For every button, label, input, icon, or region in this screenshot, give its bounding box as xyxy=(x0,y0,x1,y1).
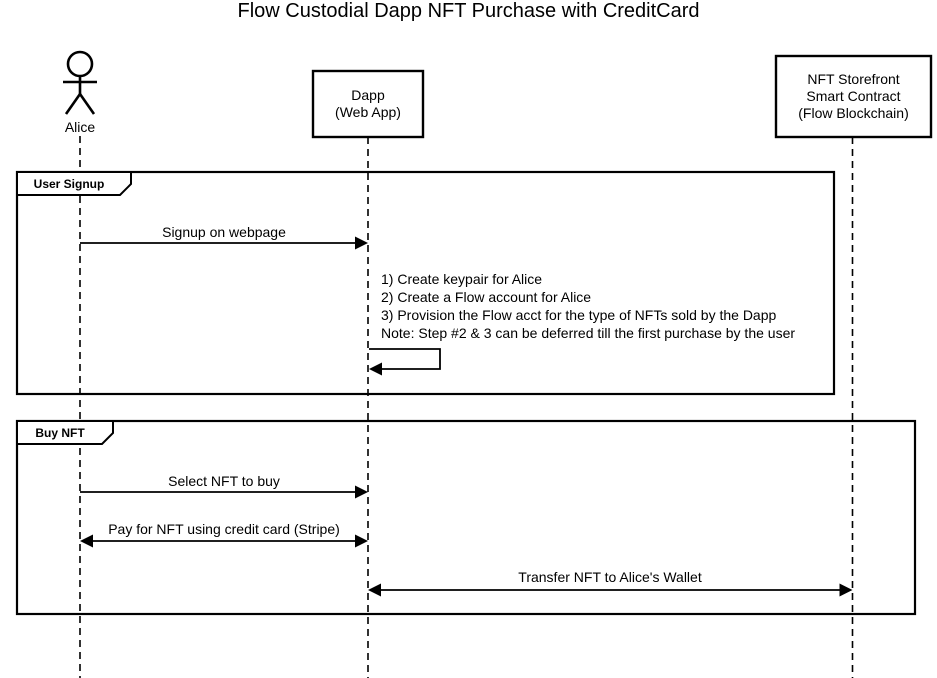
participant-alice-label: Alice xyxy=(64,119,96,135)
participant-dapp-label: Dapp (Web App) xyxy=(313,71,423,137)
storefront-label-line3: (Flow Blockchain) xyxy=(798,105,909,121)
storefront-label-line2: Smart Contract xyxy=(806,88,901,104)
msg-select-arrow xyxy=(80,485,368,499)
msg-pay-label: Pay for NFT using credit card (Stripe) xyxy=(108,521,340,537)
storefront-box xyxy=(774,54,933,139)
msg-transfer-label: Transfer NFT to Alice's Wallet xyxy=(518,569,702,585)
note-line-2: 2) Create a Flow account for Alice xyxy=(381,289,592,305)
actor-alice-icon xyxy=(63,50,97,115)
frame-user-signup-tab xyxy=(16,171,132,196)
frame-buy-nft-tab xyxy=(16,420,114,445)
frame-user-signup xyxy=(15,170,836,396)
dapp-self-call-arrow xyxy=(369,348,441,376)
dapp-label-line2: (Web App) xyxy=(335,104,401,120)
note-line-4: Note: Step #2 & 3 can be deferred till t… xyxy=(381,325,796,341)
msg-select-label: Select NFT to buy xyxy=(168,473,280,489)
diagram-title: Flow Custodial Dapp NFT Purchase with Cr… xyxy=(237,0,700,22)
msg-signup-label: Signup on webpage xyxy=(162,224,286,240)
participant-storefront-label: NFT Storefront Smart Contract (Flow Bloc… xyxy=(776,56,931,137)
self-call-note: 1) Create keypair for Alice 2) Create a … xyxy=(381,270,795,342)
note-line-3: 3) Provision the Flow acct for the type … xyxy=(381,307,777,323)
dapp-box xyxy=(311,69,425,139)
msg-pay-arrow xyxy=(80,534,368,548)
msg-transfer-arrow xyxy=(368,583,853,597)
storefront-label-line1: NFT Storefront xyxy=(807,71,900,87)
frame-buy-nft xyxy=(15,419,917,616)
frame-buy-nft-label: Buy NFT xyxy=(35,425,85,440)
msg-signup-arrow xyxy=(80,236,368,250)
dapp-label-line1: Dapp xyxy=(351,87,385,103)
note-line-1: 1) Create keypair for Alice xyxy=(381,271,543,287)
frame-user-signup-label: User Signup xyxy=(33,176,105,191)
